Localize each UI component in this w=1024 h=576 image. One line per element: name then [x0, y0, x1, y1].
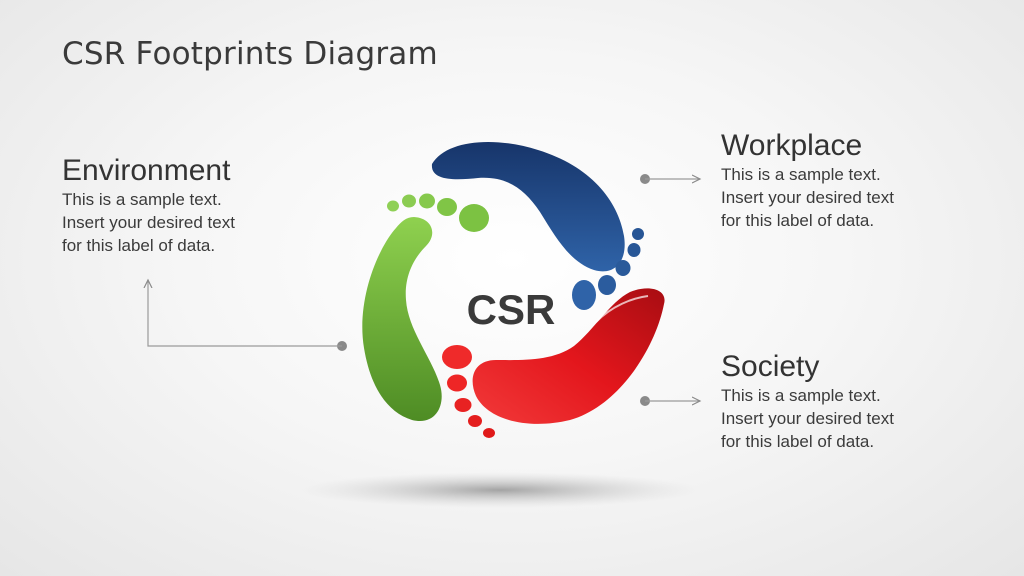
page-title: CSR Footprints Diagram	[62, 36, 438, 72]
environment-text-line-3: for this label of data.	[62, 236, 216, 255]
workplace-text-line-1: This is a sample text.	[721, 165, 881, 184]
workplace-connector	[640, 174, 700, 184]
workplace-heading: Workplace	[721, 129, 863, 162]
blue-footprint-icon	[431, 141, 644, 310]
environment-label-block: Environment This is a sample text. Inser…	[62, 154, 312, 257]
environment-text-line-2: Insert your desired text	[62, 213, 235, 232]
green-footprint-icon	[362, 193, 489, 422]
environment-text-line-1: This is a sample text.	[62, 190, 222, 209]
society-text-line-1: This is a sample text.	[721, 386, 881, 405]
red-footprint-icon	[442, 288, 665, 438]
workplace-text-line-2: Insert your desired text	[721, 188, 894, 207]
center-csr-label: CSR	[467, 286, 556, 333]
society-heading: Society	[721, 350, 820, 383]
society-text-line-2: Insert your desired text	[721, 409, 894, 428]
diagram-shadow	[300, 472, 700, 508]
society-connector	[640, 396, 700, 406]
society-label-block: Society This is a sample text. Insert yo…	[721, 350, 981, 453]
environment-heading: Environment	[62, 154, 231, 187]
workplace-text-line-3: for this label of data.	[721, 211, 875, 230]
workplace-label-block: Workplace This is a sample text. Insert …	[721, 129, 981, 232]
environment-connector	[148, 280, 347, 351]
society-text-line-3: for this label of data.	[721, 432, 875, 451]
